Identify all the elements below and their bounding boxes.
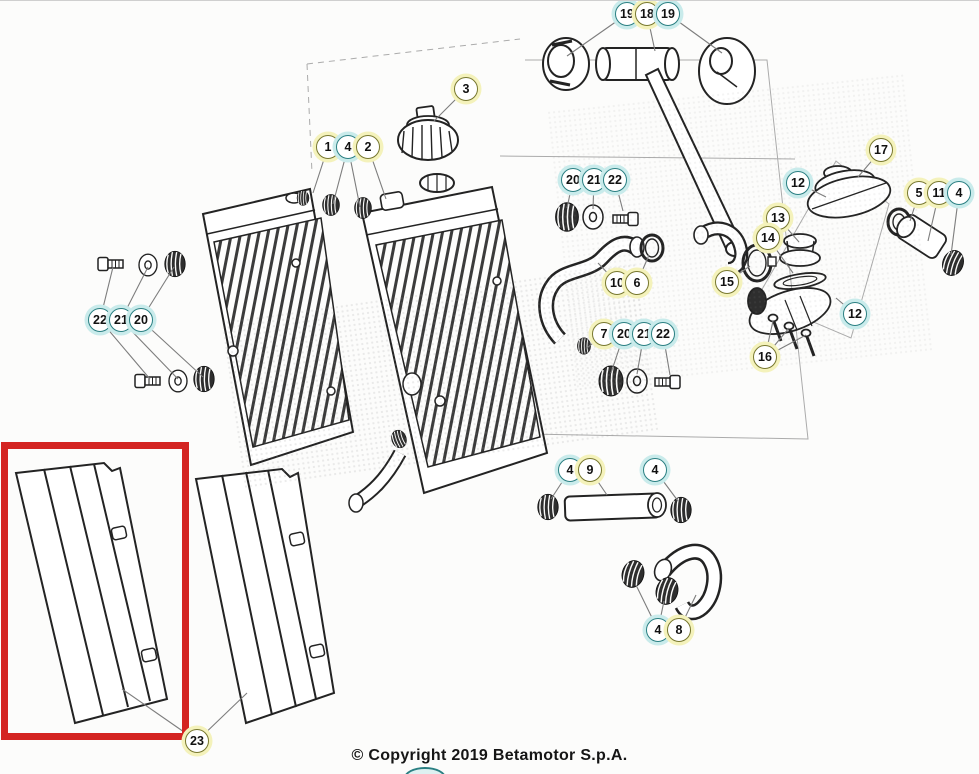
callout-20[interactable]: 20 — [561, 168, 585, 192]
callout-22[interactable]: 22 — [88, 308, 112, 332]
callout-2[interactable]: 2 — [356, 135, 380, 159]
callout-17[interactable]: 17 — [869, 138, 893, 162]
callout-20[interactable]: 20 — [129, 308, 153, 332]
callout-10[interactable]: 10 — [605, 271, 629, 295]
callout-21[interactable]: 21 — [582, 168, 606, 192]
thermostat-elbow — [693, 221, 777, 283]
callout-12[interactable]: 12 — [786, 171, 810, 195]
callout-18[interactable]: 18 — [635, 2, 659, 26]
lower-tube — [563, 492, 667, 522]
callout-22[interactable]: 22 — [603, 168, 627, 192]
leader-line — [99, 319, 151, 380]
upper-hose — [538, 233, 665, 345]
leader-line — [120, 319, 179, 380]
callout-23[interactable]: 23 — [185, 729, 209, 753]
copyright-text: © Copyright 2019 Betamotor S.p.A. — [351, 747, 628, 764]
callout-4[interactable]: 4 — [646, 618, 670, 642]
radiator-left — [201, 187, 355, 467]
fastener-kits — [97, 190, 968, 608]
callout-8[interactable]: 8 — [667, 618, 691, 642]
kickstart-lever-assembly — [542, 37, 756, 257]
callout-4[interactable]: 4 — [643, 458, 667, 482]
callout-19[interactable]: 19 — [656, 2, 680, 26]
callout-15[interactable]: 15 — [715, 270, 739, 294]
callout-14[interactable]: 14 — [756, 226, 780, 250]
callout-3[interactable]: 3 — [454, 77, 478, 101]
thermostat-assembly — [747, 165, 892, 357]
outlet-tube-group — [886, 207, 947, 259]
radiator-right — [348, 173, 549, 513]
louver-left — [14, 461, 169, 725]
callout-9[interactable]: 9 — [578, 458, 602, 482]
callout-20[interactable]: 20 — [612, 322, 636, 346]
callout-4[interactable]: 4 — [947, 181, 971, 205]
leader-line — [140, 319, 204, 378]
callout-4[interactable]: 4 — [336, 135, 360, 159]
callout-5[interactable]: 5 — [907, 181, 931, 205]
lower-elbow-hose — [653, 543, 723, 621]
louver-right — [194, 467, 336, 725]
callout-6[interactable]: 6 — [625, 271, 649, 295]
callout-22[interactable]: 22 — [651, 322, 675, 346]
callout-21[interactable]: 21 — [632, 322, 656, 346]
callout-12[interactable]: 12 — [843, 302, 867, 326]
callout-16[interactable]: 16 — [753, 345, 777, 369]
radiator-cap — [397, 105, 459, 161]
